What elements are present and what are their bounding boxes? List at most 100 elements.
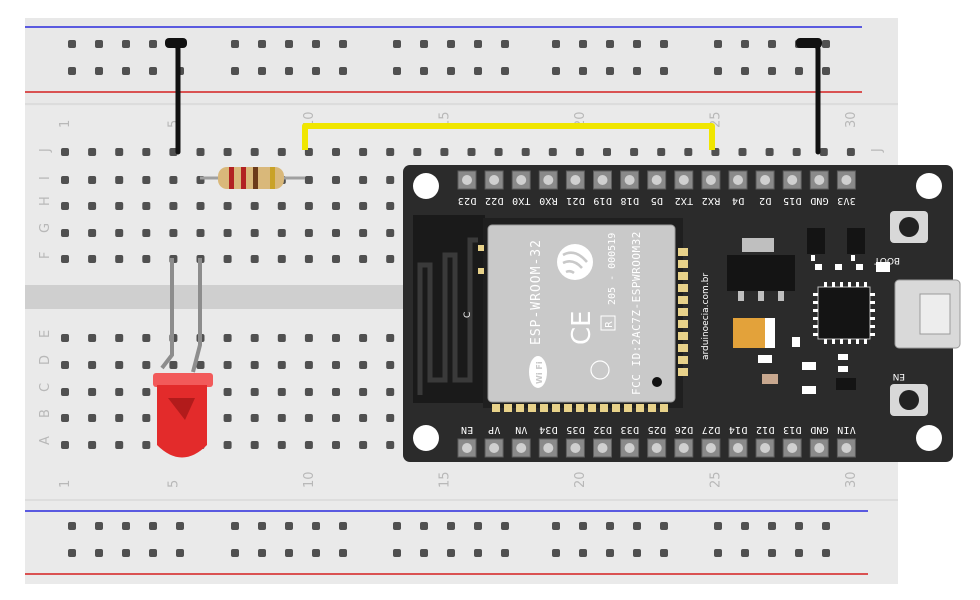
header-pin-center (597, 443, 608, 453)
header-pin-center (489, 443, 500, 453)
module-pad (516, 404, 524, 412)
header-pin-center (651, 175, 662, 185)
breadboard-hole (521, 148, 530, 156)
breadboard-hole (277, 414, 286, 422)
resistor-band-1 (229, 167, 234, 189)
rail-hole (68, 40, 76, 48)
usb-chip-pins (813, 282, 875, 344)
rail-hole (768, 67, 776, 75)
rail-hole (501, 549, 509, 557)
regulator-leg-2 (758, 291, 764, 301)
breadboard-hole (765, 148, 774, 156)
breadboard-hole (332, 361, 340, 369)
rail-hole (231, 67, 239, 75)
module-pad (678, 296, 688, 304)
breadboard-hole (277, 229, 286, 237)
row-letter-left: H (38, 196, 53, 206)
breadboard-hole (359, 255, 368, 263)
breadboard-hole (359, 388, 368, 396)
breadboard-hole (304, 388, 313, 396)
rail-hole (822, 522, 830, 530)
rail-hole (258, 522, 266, 530)
breadboard-hole (88, 361, 97, 369)
header-pin-center (543, 443, 554, 453)
rail-hole (420, 40, 428, 48)
boot-button-cap (899, 217, 919, 237)
rail-hole (633, 40, 641, 48)
top-pin-label: D2 (759, 195, 771, 206)
column-number-bottom: 25 (708, 471, 723, 488)
breadboard-hole (250, 334, 259, 342)
rail-hole (95, 522, 103, 530)
module-pad (678, 272, 688, 280)
chip-pin (813, 317, 818, 320)
breadboard-hole (115, 148, 124, 156)
module-name: ESP-WROOM-32 (529, 239, 544, 345)
black-wire-left-tip (165, 38, 187, 48)
module-pad (678, 368, 688, 376)
mount-hole-tl (413, 173, 439, 199)
chip-pin (813, 333, 818, 336)
rail-hole (660, 40, 668, 48)
breadboard-hole (61, 334, 69, 342)
rail-hole (95, 40, 103, 48)
rail-hole (95, 549, 103, 557)
breadboard-hole (332, 414, 340, 422)
header-pin-center (787, 175, 798, 185)
bottom-pin-label: D14 (729, 424, 748, 435)
breadboard-hole (304, 255, 313, 263)
top-pin-label: GND (810, 195, 829, 206)
rail-hole (447, 67, 455, 75)
chip-pin (848, 282, 851, 287)
module-pad (678, 344, 688, 352)
breadboard-hole (61, 148, 69, 156)
espressif-logo-curve (562, 251, 588, 275)
chip-pin (870, 293, 875, 296)
voltage-regulator (727, 255, 795, 291)
en-label: EN (893, 371, 905, 381)
chip-pin (870, 309, 875, 312)
breadboard-hole (277, 148, 286, 156)
rail-hole (822, 549, 830, 557)
regulator-leg-1 (738, 291, 744, 301)
breadboard-hole (304, 334, 313, 342)
small-cap-3 (792, 337, 800, 347)
mount-hole-br (916, 425, 942, 451)
antenna-area (413, 215, 485, 403)
breadboard-hole (142, 148, 151, 156)
smd-1 (815, 264, 822, 270)
breadboard-hole (359, 229, 368, 237)
chip-pin (840, 282, 843, 287)
regulator-tab (742, 238, 774, 252)
bottom-pin-label: VP (488, 424, 500, 435)
breadboard-hole (61, 202, 69, 210)
breadboard-hole (196, 229, 205, 237)
breadboard-hole (359, 441, 368, 449)
breadboard-hole (223, 148, 232, 156)
transistor-2 (847, 228, 865, 254)
rail-hole (339, 40, 347, 48)
bottom-pin-label: D13 (783, 424, 802, 435)
breadboard-hole (277, 202, 286, 210)
breadboard-hole (332, 229, 340, 237)
small-cap-5 (802, 386, 816, 394)
breadboard-hole (332, 202, 340, 210)
breadboard-hole (386, 176, 395, 184)
rail-hole (714, 67, 722, 75)
bottom-pin-label: D12 (756, 424, 775, 435)
breadboard-hole (115, 202, 124, 210)
breadboard-hole (115, 441, 124, 449)
module-pad (492, 404, 500, 412)
breadboard-hole (657, 148, 666, 156)
module-pad (528, 404, 536, 412)
breadboard-hole (88, 148, 97, 156)
breadboard-hole (115, 176, 124, 184)
breadboard-hole (250, 255, 259, 263)
chip-pin (870, 317, 875, 320)
small-cap-4 (802, 362, 816, 370)
breadboard-hole (223, 441, 232, 449)
breadboard-hole (250, 414, 259, 422)
transistor-2-pin (851, 255, 855, 261)
black-wire-right-tip (796, 38, 822, 48)
